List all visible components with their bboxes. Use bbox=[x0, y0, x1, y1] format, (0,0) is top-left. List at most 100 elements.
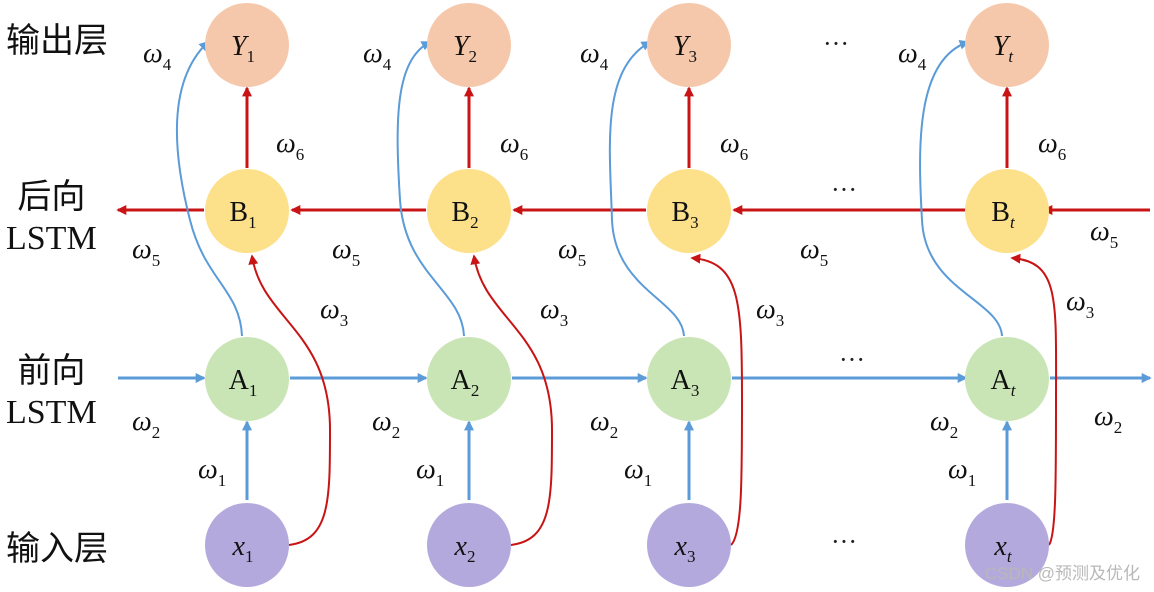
w6-label-t: ω6 bbox=[1038, 128, 1066, 164]
input-node-1: x1 bbox=[205, 503, 289, 587]
input-label-3: x3 bbox=[674, 531, 696, 566]
w5-label-4: ω5 bbox=[800, 234, 828, 270]
curve-a2-y2 bbox=[396, 41, 465, 337]
forward-circle-t bbox=[965, 337, 1049, 421]
ellipsis-group: ··· ··· ··· ··· bbox=[823, 29, 865, 556]
w1-label-2: ω1 bbox=[416, 454, 444, 490]
input-label-t: xt bbox=[993, 531, 1012, 566]
input-circle-t bbox=[965, 503, 1049, 587]
input-circle-3 bbox=[647, 503, 731, 587]
w6-label-3: ω6 bbox=[720, 128, 748, 164]
forward-label-line1: 前向 bbox=[17, 353, 86, 390]
backward-lstm-label: 后向 LSTM bbox=[6, 178, 97, 260]
w4-label-3: ω4 bbox=[580, 38, 609, 74]
forward-label-2: A2 bbox=[451, 365, 480, 400]
w2-label-4: ω2 bbox=[930, 406, 958, 442]
w1-label-1: ω1 bbox=[198, 454, 226, 490]
backward-node-1: B1 bbox=[205, 169, 289, 253]
forward-circle-1 bbox=[205, 337, 289, 421]
backward-circle-2 bbox=[427, 169, 511, 253]
output-label-2: Y2 bbox=[453, 31, 477, 66]
output-node-3: Y3 bbox=[647, 3, 731, 87]
ellipsis-output: ··· bbox=[823, 29, 849, 58]
input-node-t: xt bbox=[965, 503, 1049, 587]
forward-label-3: A3 bbox=[671, 365, 700, 400]
input-label-1: x1 bbox=[232, 531, 254, 566]
csdn-watermark: CSDN @预测及优化 bbox=[984, 564, 1140, 583]
w1-label-3: ω1 bbox=[624, 454, 652, 490]
backward-node-3: B3 bbox=[647, 169, 731, 253]
curve-x2-b2 bbox=[470, 254, 554, 546]
output-node-t: Yt bbox=[965, 3, 1049, 87]
forward-label-1: A1 bbox=[229, 365, 258, 400]
w2-label-t: ω2 bbox=[1094, 401, 1122, 437]
w2-label-3: ω2 bbox=[590, 406, 618, 442]
w6-label-1: ω6 bbox=[276, 128, 304, 164]
input-label-2: x2 bbox=[454, 531, 476, 566]
input-node-3: x3 bbox=[647, 503, 731, 587]
forward-node-1: A1 bbox=[205, 337, 289, 421]
forward-lstm-label: 前向 LSTM bbox=[6, 352, 97, 434]
ellipsis-forward: ··· bbox=[839, 345, 865, 374]
forward-circle-3 bbox=[647, 337, 731, 421]
output-label-3: Y3 bbox=[673, 31, 697, 66]
w5-label-1: ω5 bbox=[132, 234, 160, 270]
backward-label-line1: 后向 bbox=[17, 179, 86, 216]
w4-label-1: ω4 bbox=[143, 38, 172, 74]
weight-labels: ω4 ω4 ω4 ω4 ω6 ω6 ω6 ω6 ω5 ω5 ω5 ω5 ω5 ω3 ω3 ω3 ω3 ω2 ω2 ω2… bbox=[132, 38, 1122, 490]
w3-label-1: ω3 bbox=[320, 294, 348, 330]
w2-label-2: ω2 bbox=[372, 406, 400, 442]
backward-label-3: B3 bbox=[671, 197, 698, 232]
curve-a3-y3 bbox=[608, 41, 685, 337]
output-node-1: Y1 bbox=[205, 3, 289, 87]
backward-label-line2: LSTM bbox=[6, 219, 97, 257]
output-circle-t bbox=[965, 3, 1049, 87]
backward-node-2: B2 bbox=[427, 169, 511, 253]
backward-circle-3 bbox=[647, 169, 731, 253]
curve-x3-b3 bbox=[690, 253, 744, 546]
curved-arrows bbox=[175, 39, 1058, 546]
w6-label-2: ω6 bbox=[500, 128, 528, 164]
backward-label-2: B2 bbox=[451, 197, 478, 232]
output-circle-1 bbox=[205, 3, 289, 87]
input-circle-1 bbox=[205, 503, 289, 587]
w1-label-t: ω1 bbox=[948, 454, 976, 490]
curve-x1-b1 bbox=[248, 254, 332, 546]
forward-label-line2: LSTM bbox=[6, 393, 97, 431]
forward-node-3: A3 bbox=[647, 337, 731, 421]
output-layer-label: 输出层 bbox=[6, 23, 108, 60]
output-circle-2 bbox=[427, 3, 511, 87]
forward-node-t: At bbox=[965, 337, 1049, 421]
ellipsis-input: ··· bbox=[831, 527, 857, 556]
forward-node-2: A2 bbox=[427, 337, 511, 421]
curve-a1-y1 bbox=[175, 40, 243, 337]
w5-label-t: ω5 bbox=[1090, 216, 1118, 252]
w4-label-2: ω4 bbox=[363, 38, 392, 74]
input-layer-label: 输入层 bbox=[6, 531, 108, 568]
input-node-2: x2 bbox=[427, 503, 511, 587]
w4-label-t: ω4 bbox=[898, 38, 927, 74]
backward-label-1: B1 bbox=[229, 197, 256, 232]
w3-label-2: ω3 bbox=[540, 294, 568, 330]
backward-label-t: Bt bbox=[991, 197, 1016, 232]
ellipsis-backward: ··· bbox=[831, 175, 857, 204]
w3-label-3: ω3 bbox=[756, 294, 784, 330]
backward-circle-1 bbox=[205, 169, 289, 253]
curve-at-yt bbox=[919, 39, 1003, 337]
curve-xt-bt bbox=[1010, 253, 1058, 546]
w5-label-3: ω5 bbox=[558, 234, 586, 270]
w2-label-1: ω2 bbox=[132, 406, 160, 442]
w3-label-t: ω3 bbox=[1066, 286, 1094, 322]
backward-circle-t bbox=[965, 169, 1049, 253]
backward-node-t: Bt bbox=[965, 169, 1049, 253]
input-circle-2 bbox=[427, 503, 511, 587]
output-label-t: Yt bbox=[993, 31, 1015, 66]
forward-circle-2 bbox=[427, 337, 511, 421]
vertical-arrows bbox=[242, 86, 1012, 500]
forward-label-t: At bbox=[991, 365, 1017, 400]
output-node-2: Y2 bbox=[427, 3, 511, 87]
w5-label-2: ω5 bbox=[332, 234, 360, 270]
output-circle-3 bbox=[647, 3, 731, 87]
